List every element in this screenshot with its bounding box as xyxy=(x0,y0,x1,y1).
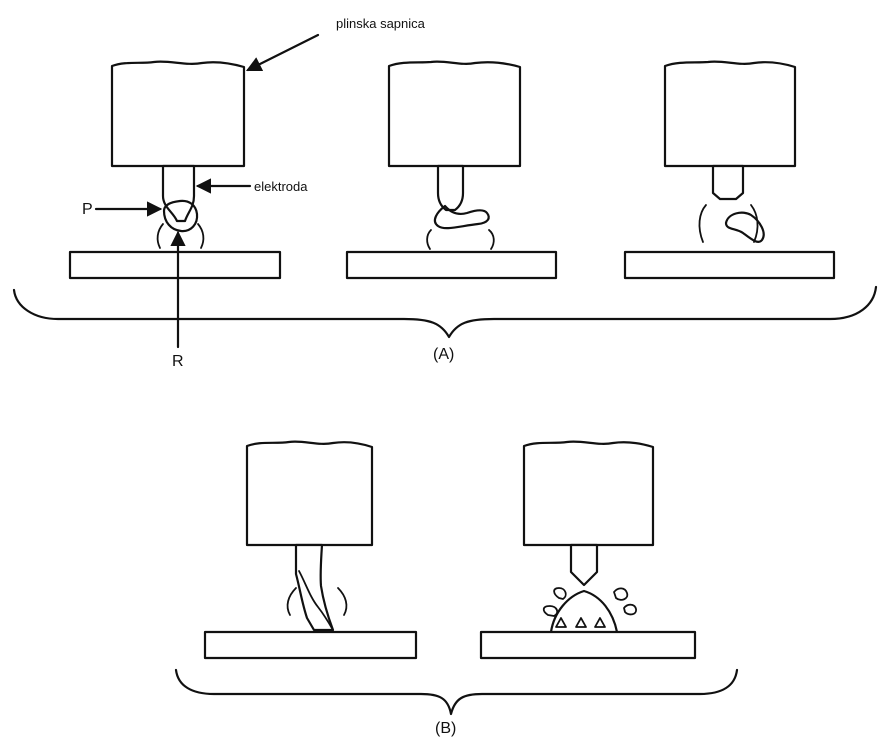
drop-three-b2 xyxy=(594,617,606,628)
gas-nozzle-a3 xyxy=(663,60,797,168)
electrode-b1 xyxy=(294,543,335,632)
gas-nozzle-a2 xyxy=(387,60,522,168)
arc-right-a3 xyxy=(750,204,759,243)
gas-nozzle-b2 xyxy=(522,440,655,547)
spatter-left-b2 xyxy=(542,605,559,617)
base-plate-a2 xyxy=(345,250,558,280)
droplet-a2 xyxy=(433,204,490,230)
p-label: P xyxy=(82,201,93,218)
panel-a2 xyxy=(345,60,558,280)
arc-left-a3 xyxy=(698,204,707,243)
base-plate-a1 xyxy=(68,250,282,280)
gas-nozzle-a1 xyxy=(110,60,246,168)
droplet-a1 xyxy=(162,199,199,233)
arc-right-a2 xyxy=(488,229,495,250)
electrode-label: elektroda xyxy=(254,179,308,194)
panel-a3 xyxy=(623,60,836,280)
drop-two-b2 xyxy=(575,617,587,628)
panel-b2 xyxy=(479,440,697,660)
panel-a1 xyxy=(68,60,282,280)
electrode-a3 xyxy=(711,164,745,201)
r-label: R xyxy=(172,353,184,370)
nozzle-arrow xyxy=(245,33,320,72)
spatter-left-top-b2 xyxy=(553,587,567,600)
molten-crown-b2 xyxy=(549,589,619,634)
group-a-label: (A) xyxy=(433,346,454,363)
arc-right-a1 xyxy=(197,223,205,249)
electrode-a2 xyxy=(436,164,465,212)
arc-left-a1 xyxy=(156,223,164,249)
bracket-b xyxy=(174,668,739,716)
base-plate-b2 xyxy=(479,630,697,660)
spatter-right-b2 xyxy=(623,603,637,616)
base-plate-b1 xyxy=(203,630,418,660)
arc-left-a2 xyxy=(426,229,432,250)
group-b-label: (B) xyxy=(435,720,456,737)
nozzle-label: plinska sapnica xyxy=(336,16,426,31)
bracket-a xyxy=(12,285,878,339)
stream-b1 xyxy=(298,570,334,631)
electrode-a1 xyxy=(161,164,196,223)
gas-nozzle-b1 xyxy=(245,440,374,547)
panel-b1 xyxy=(203,440,418,660)
spatter-right-top-b2 xyxy=(613,587,629,601)
drop-one-b2 xyxy=(555,617,567,628)
electrode-b2 xyxy=(569,543,599,587)
base-plate-a3 xyxy=(623,250,836,280)
arc-left-b1 xyxy=(286,587,297,616)
arc-right-b1 xyxy=(337,587,348,616)
droplet-a3 xyxy=(724,211,765,243)
